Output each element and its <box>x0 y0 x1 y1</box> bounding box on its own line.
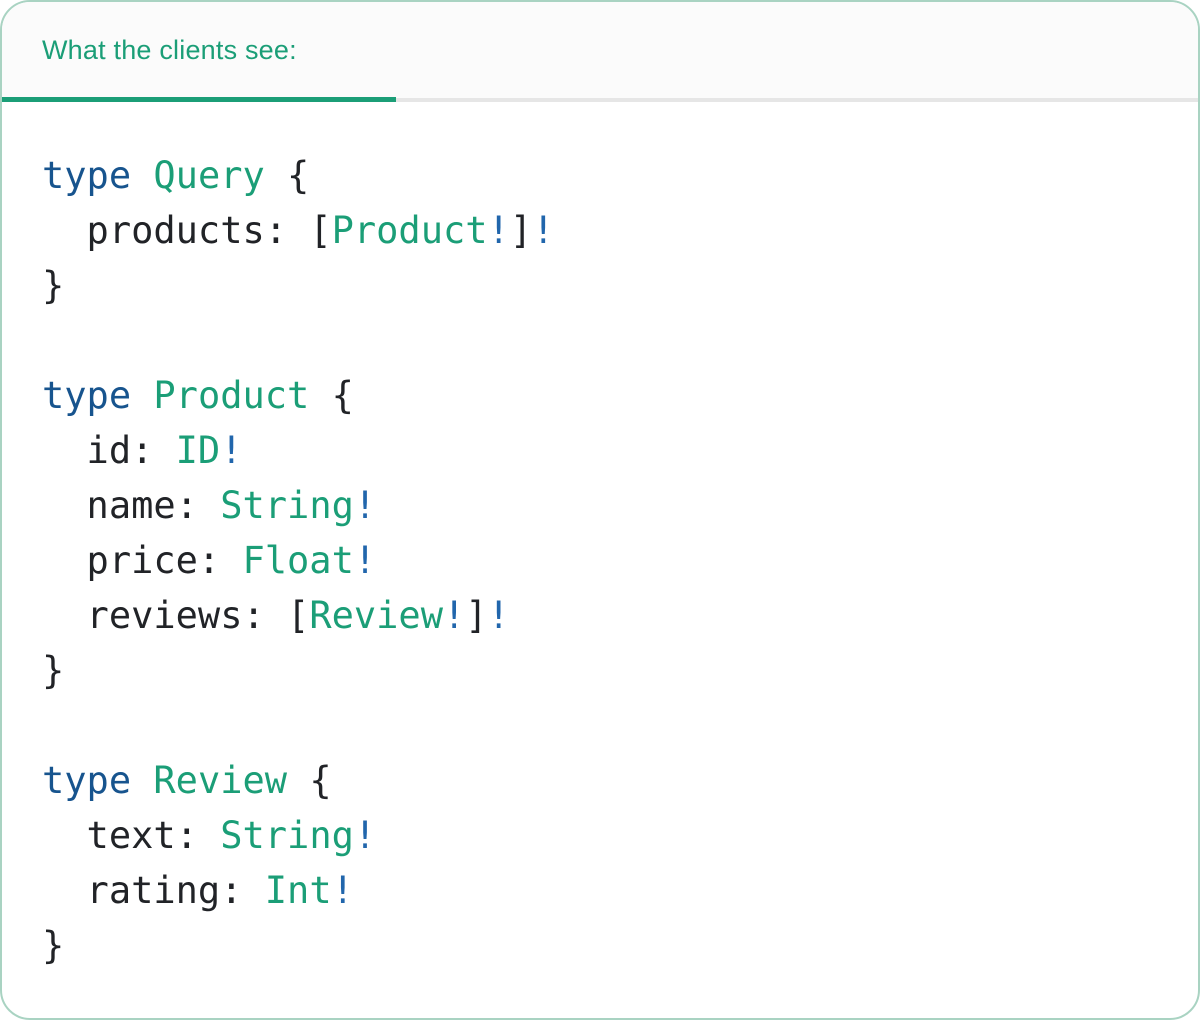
code-token: id: <box>42 429 176 472</box>
code-token: String <box>220 814 354 857</box>
code-token: ] <box>465 594 488 637</box>
code-token: ! <box>532 209 555 252</box>
code-token: ! <box>220 429 243 472</box>
code-token: ! <box>331 869 354 912</box>
code-line: price: Float! <box>42 533 1178 588</box>
code-token: type <box>42 759 154 802</box>
code-token: ID <box>175 429 221 472</box>
code-token: { <box>309 759 332 802</box>
code-token: text: <box>42 814 221 857</box>
tab-bar: What the clients see: <box>2 2 1198 102</box>
code-token: products: <box>42 209 310 252</box>
code-line <box>42 313 1178 368</box>
code-line: type Review { <box>42 753 1178 808</box>
code-token: Query <box>153 154 288 197</box>
code-token: ! <box>487 209 510 252</box>
code-token: } <box>42 649 65 692</box>
code-line: } <box>42 258 1178 313</box>
code-token: type <box>42 154 154 197</box>
code-line: name: String! <box>42 478 1178 533</box>
code-token: name: <box>42 484 221 527</box>
code-token: String <box>220 484 354 527</box>
graphql-schema-code: type Query { products: [Product!]!}type … <box>2 102 1198 993</box>
code-token: rating: <box>42 869 265 912</box>
code-line <box>42 698 1178 753</box>
code-token: } <box>42 264 65 307</box>
code-token: Int <box>264 869 332 912</box>
code-token: Product <box>331 209 488 252</box>
tab-what-clients-see[interactable]: What the clients see: <box>42 34 297 65</box>
code-line: } <box>42 918 1178 973</box>
code-token: Review <box>309 594 443 637</box>
code-line: type Query { <box>42 148 1178 203</box>
code-line: reviews: [Review!]! <box>42 588 1178 643</box>
code-token: ] <box>509 209 533 252</box>
active-tab-indicator <box>2 97 396 102</box>
code-token: ! <box>442 594 466 637</box>
code-token: { <box>287 154 310 197</box>
tab-bar-divider <box>2 98 1198 102</box>
code-line: rating: Int! <box>42 863 1178 918</box>
code-line: id: ID! <box>42 423 1178 478</box>
code-token: } <box>42 924 65 967</box>
code-token: ! <box>353 539 377 582</box>
code-token: reviews: <box>42 594 288 637</box>
code-token: [ <box>309 209 332 252</box>
code-token: Product <box>153 374 332 417</box>
code-token: ! <box>353 814 377 857</box>
code-token: type <box>42 374 154 417</box>
code-token: Review <box>153 759 310 802</box>
code-token: price: <box>42 539 243 582</box>
code-token: ! <box>353 484 377 527</box>
code-line: products: [Product!]! <box>42 203 1178 258</box>
code-line: type Product { <box>42 368 1178 423</box>
code-line: } <box>42 643 1178 698</box>
code-token: ! <box>487 594 510 637</box>
code-line: text: String! <box>42 808 1178 863</box>
code-token: [ <box>287 594 310 637</box>
code-token: Float <box>242 539 354 582</box>
code-token: { <box>331 374 354 417</box>
